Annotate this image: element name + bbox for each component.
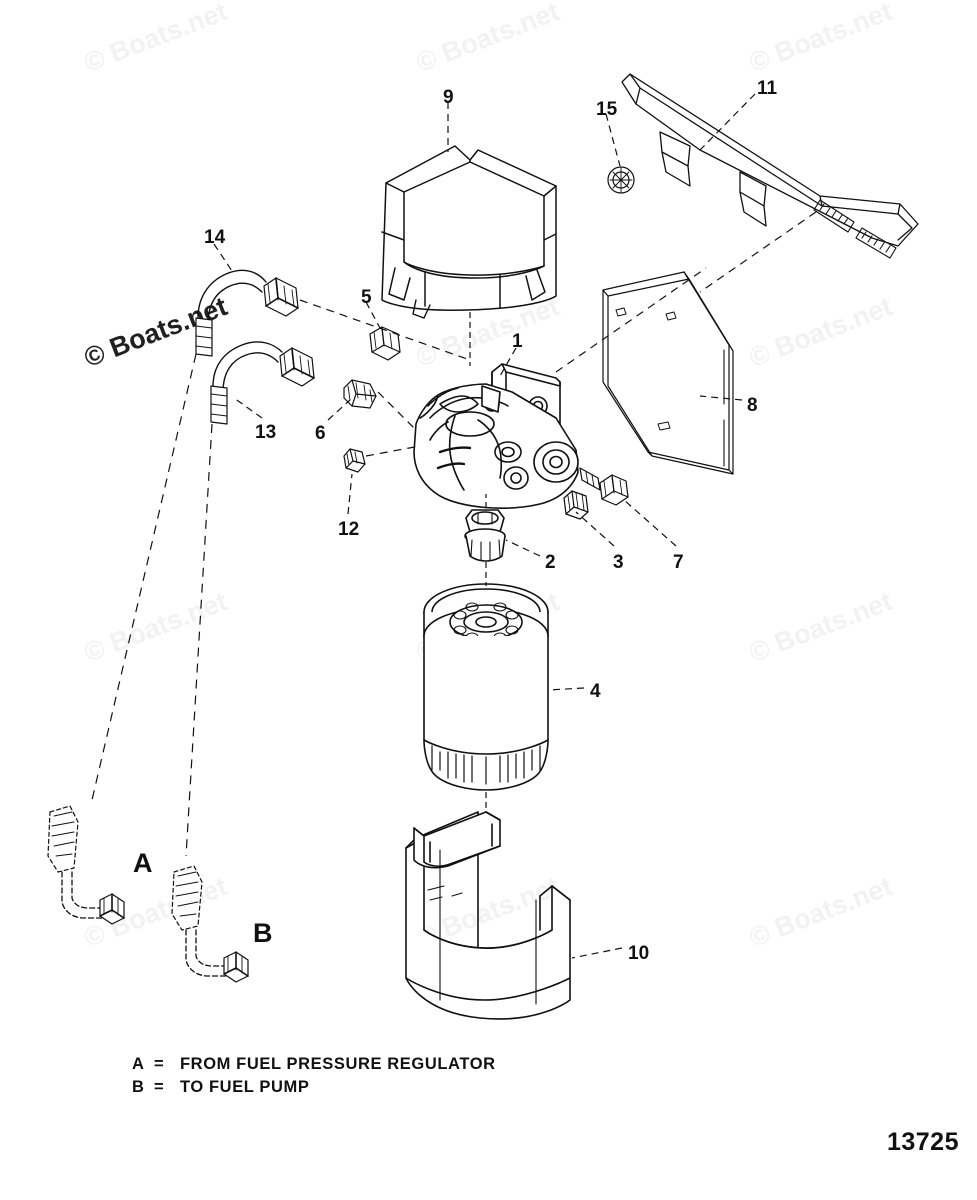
part-15-screw [607,166,635,194]
legend-row: A = FROM FUEL PRESSURE REGULATOR [132,1055,496,1074]
callout-6: 6 [315,423,326,444]
part-9-cover [381,145,557,319]
callout-1: 1 [512,331,523,352]
legend-row: B = TO FUEL PUMP [132,1078,496,1097]
callout-10: 10 [628,943,650,964]
callout-14: 14 [204,227,226,248]
callout-9: 9 [443,87,454,108]
leader-lines [91,93,817,959]
part-3-fitting [563,490,589,520]
part-10-lower-shield [405,811,571,1020]
part-14-fuel-hose [195,269,299,357]
part-1-filter-base [413,363,579,509]
part-4-fuel-filter [423,583,549,791]
callout-5: 5 [361,287,372,308]
view-b-hose-end [171,865,249,983]
part-7-fitting [579,467,629,506]
callout-15: 15 [596,99,618,120]
callout-12: 12 [338,519,360,540]
legend-key: B [132,1078,145,1096]
view-a-hose-end [47,805,125,925]
callout-3: 3 [613,552,624,573]
callout-4: 4 [590,681,601,702]
callout-11: 11 [757,78,778,99]
view-tag-A: A [133,848,153,878]
view-tag-B: B [253,918,273,948]
part-12-fitting [343,448,366,473]
legend-key: A [132,1055,145,1073]
legend: A = FROM FUEL PRESSURE REGULATOR B = TO FUEL … [132,1055,496,1101]
part-11-bracket [621,73,919,259]
part-2-drain-plug [464,509,506,562]
callout-7: 7 [673,552,684,573]
diagram-number: 13725 [886,1128,959,1156]
callout-2: 2 [545,552,556,573]
legend-equals: = [154,1055,165,1073]
part-5-fitting [369,326,401,361]
legend-equals: = [154,1078,165,1096]
part-6-nut [343,379,377,409]
callout-13: 13 [255,422,277,443]
part-8-plate [602,271,734,475]
callout-8: 8 [747,395,758,416]
legend-text: TO FUEL PUMP [180,1078,310,1096]
legend-text: FROM FUEL PRESSURE REGULATOR [180,1055,496,1073]
part-13-fuel-hose [210,341,315,425]
